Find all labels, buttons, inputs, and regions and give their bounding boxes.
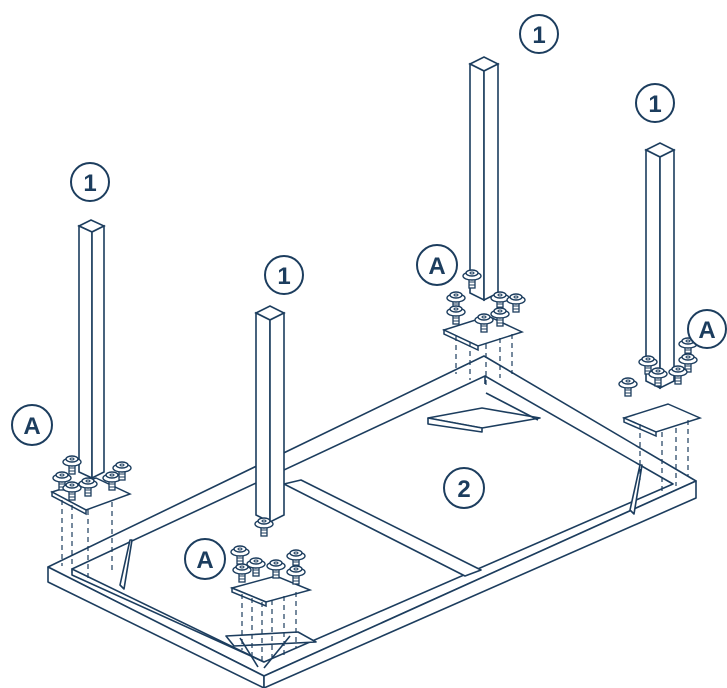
callout-hardware-left: A bbox=[11, 404, 53, 446]
callout-leg-back-left: 1 bbox=[70, 162, 110, 202]
table-frame bbox=[47, 355, 697, 688]
svg-text:1: 1 bbox=[648, 91, 661, 118]
svg-text:1: 1 bbox=[83, 170, 96, 197]
leg-back-center bbox=[468, 56, 500, 302]
callout-hardware-right: A bbox=[687, 309, 727, 349]
svg-text:1: 1 bbox=[532, 22, 545, 49]
svg-text:2: 2 bbox=[457, 476, 470, 503]
svg-text:A: A bbox=[23, 413, 40, 440]
callout-leg-back-right: 1 bbox=[635, 83, 675, 123]
callout-hardware-front: A bbox=[184, 538, 226, 580]
callout-leg-front-center: 1 bbox=[264, 255, 304, 295]
leg-back-left bbox=[77, 219, 106, 480]
leg-back-right bbox=[644, 142, 676, 390]
svg-text:1: 1 bbox=[277, 263, 290, 290]
svg-text:A: A bbox=[196, 547, 213, 574]
svg-text:A: A bbox=[698, 317, 715, 344]
alignment-lines bbox=[61, 334, 689, 664]
callout-hardware-back: A bbox=[416, 244, 458, 286]
svg-text:A: A bbox=[428, 253, 445, 280]
plate-front bbox=[229, 575, 313, 608]
callout-frame: 2 bbox=[443, 467, 485, 509]
leg-front-center bbox=[254, 305, 286, 524]
callout-leg-back-center: 1 bbox=[519, 14, 559, 54]
